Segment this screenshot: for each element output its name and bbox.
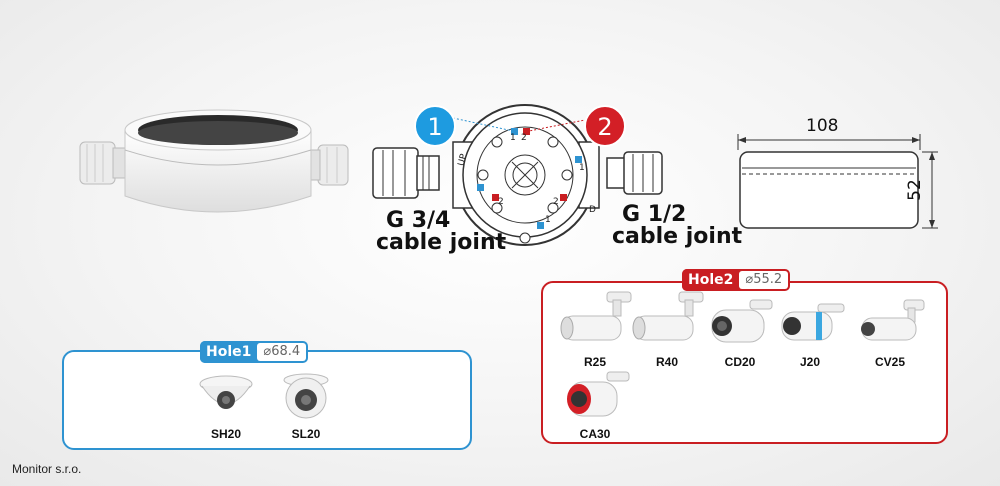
bullet-camera-icon bbox=[861, 299, 925, 341]
hole2-title: Hole2 ⌀55.2 bbox=[682, 269, 791, 291]
callout-1: 1 bbox=[414, 105, 456, 147]
up-mark: UP bbox=[457, 152, 470, 167]
right-joint-text: cable joint bbox=[612, 224, 743, 249]
camera-sl20: SL20 bbox=[266, 370, 346, 441]
camera-r40-label: R40 bbox=[655, 355, 678, 369]
mark-1c: 1 bbox=[545, 215, 551, 225]
left-joint-text: cable joint bbox=[376, 230, 507, 255]
side-view-diagram bbox=[737, 134, 938, 229]
camera-r25-label: R25 bbox=[583, 355, 606, 369]
left-cable-joint-icon bbox=[372, 147, 440, 199]
bullet-camera-icon bbox=[560, 291, 632, 341]
mark-2a: 2 bbox=[521, 133, 527, 143]
camera-cd20: CD20 bbox=[700, 290, 780, 369]
camera-cd20-label: CD20 bbox=[724, 355, 756, 369]
hole1-title: Hole1 ⌀68.4 bbox=[200, 341, 309, 363]
right-joint-size: G 1/2 bbox=[622, 202, 687, 227]
dome-camera-icon bbox=[199, 375, 253, 409]
left-gland-icon bbox=[79, 141, 128, 185]
camera-ca30: CA30 bbox=[555, 368, 635, 441]
camera-sh20: SH20 bbox=[186, 370, 266, 441]
camera-sh20-label: SH20 bbox=[210, 427, 242, 441]
callout-2: 2 bbox=[584, 105, 626, 147]
left-joint-label: G 3/4 cable joint bbox=[376, 208, 506, 254]
camera-sl20-label: SL20 bbox=[291, 427, 321, 441]
hole2-panel bbox=[541, 281, 948, 444]
left-joint-size: G 3/4 bbox=[386, 208, 451, 233]
hole1-diameter: ⌀68.4 bbox=[257, 343, 307, 361]
mark-1a: 1 bbox=[510, 133, 516, 143]
right-cable-joint-icon bbox=[606, 151, 663, 195]
svg-text:1: 1 bbox=[427, 113, 442, 141]
right-gland-icon bbox=[307, 144, 349, 186]
camera-r40: R40 bbox=[627, 290, 707, 369]
camera-cv25: CV25 bbox=[850, 290, 930, 369]
bullet-camera-icon bbox=[711, 299, 773, 343]
hole2-diameter: ⌀55.2 bbox=[739, 271, 789, 289]
camera-cv25-label: CV25 bbox=[874, 355, 906, 369]
svg-text:2: 2 bbox=[597, 113, 612, 141]
hole1-name: Hole1 bbox=[200, 341, 258, 363]
top-view-diagram: UP D 1 2 1 2 1 2 1 2 bbox=[372, 104, 663, 246]
camera-r25: R25 bbox=[555, 290, 635, 369]
bullet-camera-icon bbox=[632, 291, 704, 341]
hole1-panel bbox=[62, 350, 472, 450]
mark-2c: 2 bbox=[553, 197, 559, 207]
hole1-marker-icon bbox=[511, 128, 518, 135]
hole2-marker-icon bbox=[523, 128, 530, 135]
mark-1b: 1 bbox=[579, 163, 585, 173]
junction-box-image bbox=[79, 109, 349, 213]
d-mark: D bbox=[589, 205, 596, 215]
mark-2b: 2 bbox=[498, 197, 504, 207]
dome-camera-icon bbox=[283, 373, 329, 419]
bullet-camera-icon bbox=[781, 303, 845, 341]
right-joint-label: G 1/2 cable joint bbox=[612, 202, 742, 248]
camera-j20-label: J20 bbox=[799, 355, 821, 369]
camera-j20: J20 bbox=[770, 290, 850, 369]
height-dimension: 52 bbox=[904, 179, 925, 201]
width-dimension: 108 bbox=[806, 116, 839, 136]
company-name: Monitor s.r.o. bbox=[12, 462, 82, 476]
camera-ca30-label: CA30 bbox=[579, 427, 611, 441]
hole2-name: Hole2 bbox=[682, 269, 740, 291]
bullet-camera-icon bbox=[567, 371, 630, 417]
